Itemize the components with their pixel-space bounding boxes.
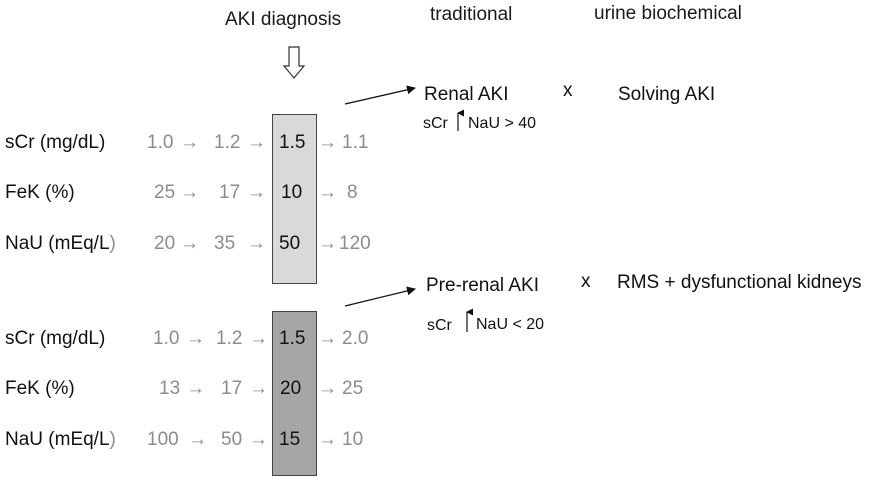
g2-scr-label: sCr (mg/dL) [5,328,106,349]
g2-fek-arrow3: → [318,378,337,399]
g2-nau-arrow1: → [188,429,207,450]
g1-nau-v1: 20 [154,233,176,254]
g1-nau-arrow2: → [247,233,266,254]
g2-fek-v1: 13 [159,378,181,399]
g1-nau-v3: 50 [279,233,301,254]
g2-nau-label-main: NaU (mEq/L [5,429,110,450]
renal-x-mark: x [563,80,573,101]
aki-diagnosis-header: AKI diagnosis [225,9,342,30]
g1-scr-v1: 1.0 [147,132,174,153]
prerenal-aki-title: Pre-renal AKI [426,275,539,296]
traditional-header: traditional [430,4,513,25]
g1-fek-arrow3: → [318,182,337,203]
g2-scr-v3: 1.5 [279,328,306,349]
renal-criteria-prefix: sCr [423,115,448,132]
g1-fek-v3: 10 [281,182,303,203]
g1-fek-arrow1: → [180,182,199,203]
g1-scr-arrow1: → [180,132,199,153]
g2-nau-label-tail: ) [109,429,116,450]
g2-scr-arrow2: → [249,328,268,349]
prerenal-criteria-suffix: NaU < 20 [476,316,545,333]
hollow-down-arrow-icon [282,46,306,79]
g1-nau-label-tail: ) [109,233,116,254]
g2-scr-v1: 1.0 [153,328,180,349]
renal-aki-title: Renal AKI [424,84,509,105]
g1-nau-arrow1: → [180,233,199,254]
g2-scr-arrow1: → [186,328,205,349]
g1-scr-v3: 1.5 [279,132,306,153]
g2-nau-v1: 100 [147,429,179,450]
prerenal-x-mark: x [581,271,591,292]
g1-scr-v4: 1.1 [342,132,369,153]
g1-fek-v2: 17 [219,182,241,203]
g1-scr-arrow2: → [247,132,266,153]
g1-nau-v4: 120 [339,233,371,254]
g1-scr-arrow3: → [318,132,337,153]
arrow-to-renal [344,85,416,105]
g1-fek-v4: 8 [347,182,358,203]
g1-nau-v2: 35 [214,233,236,254]
g2-scr-v2: 1.2 [216,328,243,349]
g1-nau-arrow3: → [318,233,337,254]
g2-nau-v3: 15 [279,429,301,450]
prerenal-outcome: RMS + dysfunctional kidneys [617,272,862,293]
g2-fek-label: FeK (%) [5,378,75,399]
diagnosis-box-group2 [272,311,317,476]
g1-fek-v1: 25 [154,182,176,203]
g2-nau-arrow2: → [249,429,268,450]
g1-scr-label: sCr (mg/dL) [5,132,106,153]
g2-nau-arrow3: → [318,429,337,450]
g2-fek-v4: 25 [342,378,364,399]
g2-scr-arrow3: → [318,328,337,349]
g2-fek-arrow1: → [186,378,205,399]
arrow-to-prerenal [344,286,416,307]
renal-outcome: Solving AKI [618,84,716,105]
diagnosis-box-group1 [272,114,317,284]
g2-scr-v4: 2.0 [342,328,369,349]
prerenal-criteria-prefix: sCr [427,317,452,334]
g2-fek-v2: 17 [221,378,243,399]
urine-biochemical-header: urine biochemical [594,3,742,24]
g1-nau-label-main: NaU (mEq/L [5,233,110,254]
g1-fek-label: FeK (%) [5,182,75,203]
g2-nau-label: NaU (mEq/L) [5,430,116,449]
g2-fek-arrow2: → [249,378,268,399]
g2-fek-v3: 20 [280,378,302,399]
renal-criteria-suffix: NaU > 40 [468,115,537,132]
g2-nau-v4: 10 [342,429,364,450]
g2-nau-v2: 50 [221,429,243,450]
g1-nau-label: NaU (mEq/L) [5,234,116,253]
g1-scr-v2: 1.2 [214,132,241,153]
g1-fek-arrow2: → [247,182,266,203]
